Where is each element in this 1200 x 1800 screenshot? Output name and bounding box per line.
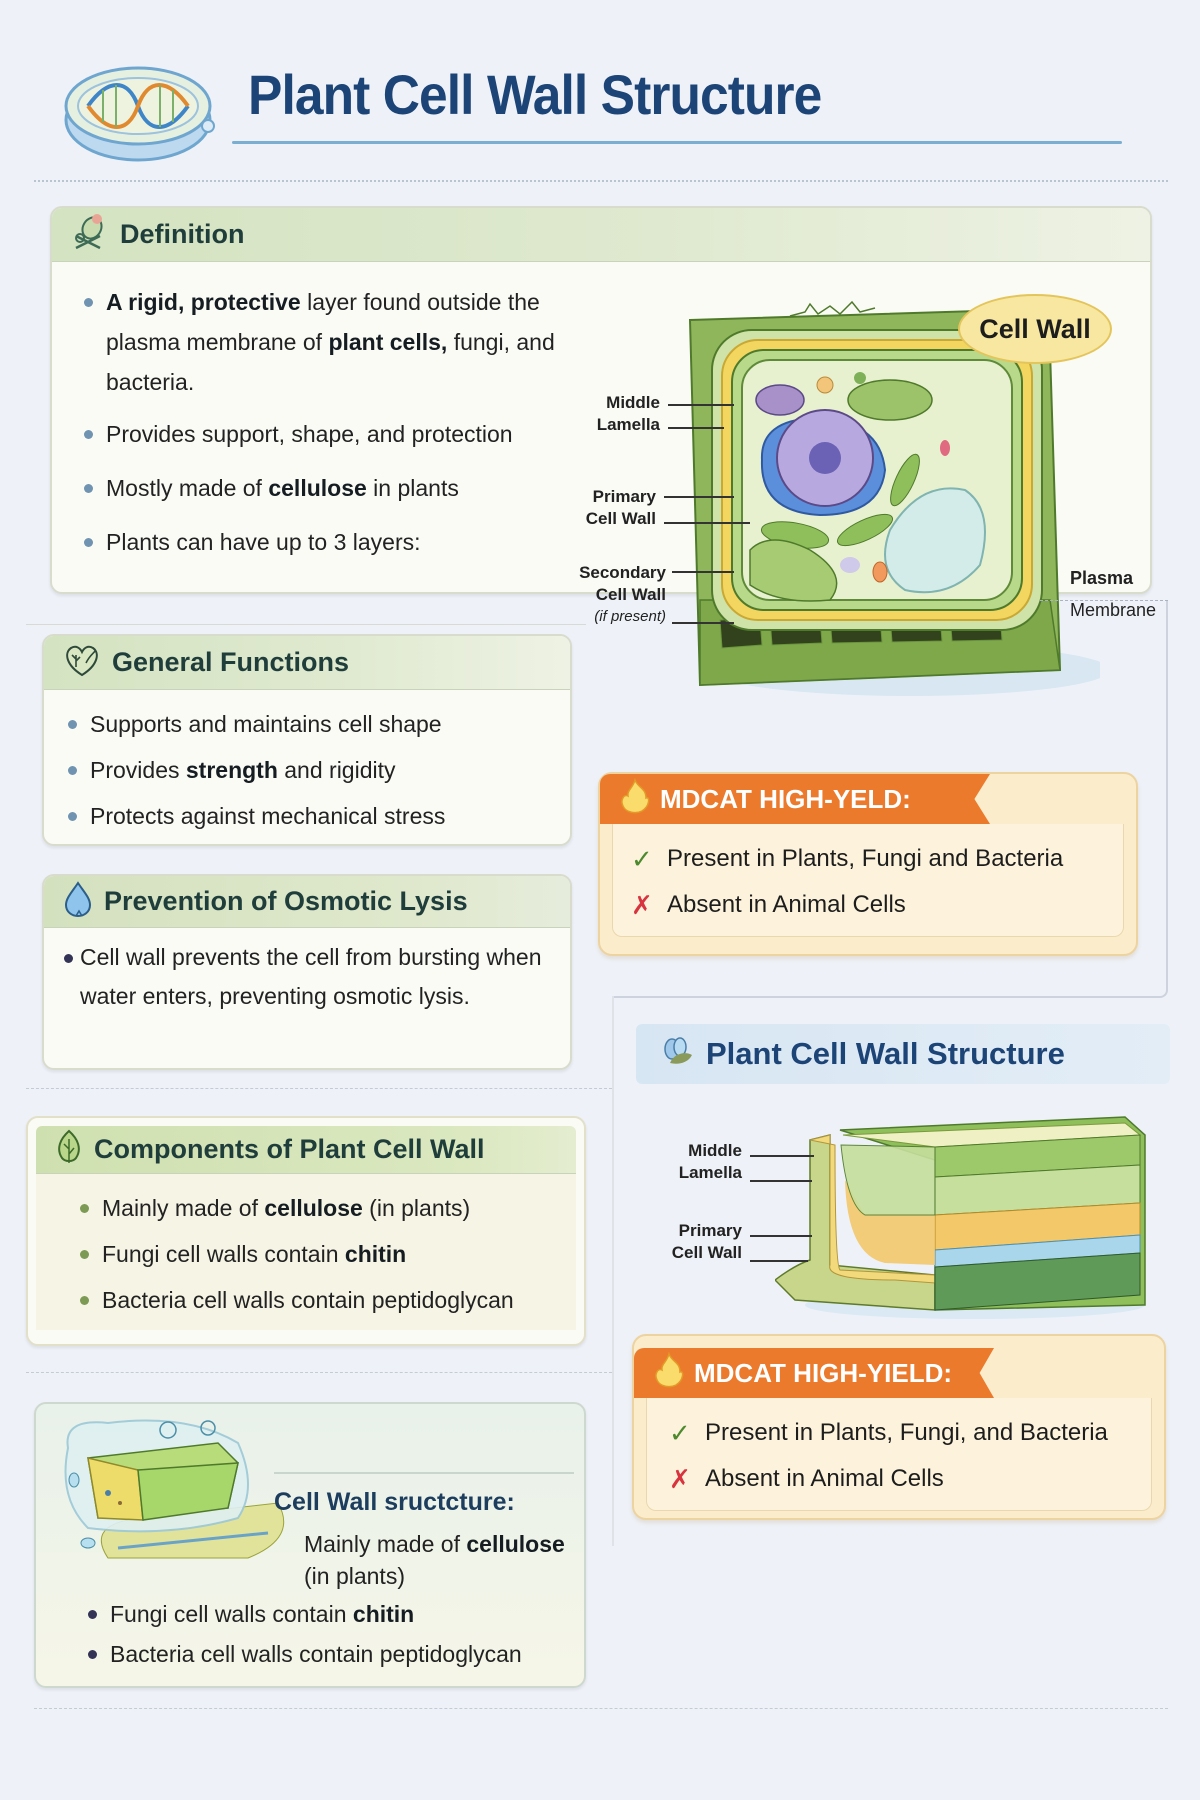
definition-title: Definition xyxy=(120,219,245,249)
definition-item: Plants can have up to 3 layers: xyxy=(80,522,572,562)
divider xyxy=(26,624,586,625)
function-item: Provides strength and rigidity xyxy=(64,750,550,790)
label-primary-cell-wall-2: Primary Cell Wall xyxy=(671,1221,742,1262)
components-title: Components of Plant Cell Wall xyxy=(94,1134,485,1164)
osmotic-lysis-title: Prevention of Osmotic Lysis xyxy=(104,886,468,916)
leader-line xyxy=(750,1180,812,1182)
flame-icon xyxy=(618,776,652,821)
dna-petri-dish-icon xyxy=(58,48,228,168)
leader-line xyxy=(664,522,750,524)
cellulose-line: Mainly made of cellulose(in plants) xyxy=(304,1531,565,1589)
definition-body: A rigid, protective layer found outside … xyxy=(52,262,592,572)
high-yield-title: MDCAT HIGH-YELD: xyxy=(660,783,911,814)
component-item: Bacteria cell walls contain peptidoglyca… xyxy=(76,1280,556,1320)
microscope-leaf-icon xyxy=(70,212,110,257)
leader-line xyxy=(750,1155,814,1157)
cell-wall-structure-title: Cell Wall sructcture: xyxy=(274,1488,515,1516)
frame-line xyxy=(612,996,1160,998)
osmotic-lysis-header: Prevention of Osmotic Lysis xyxy=(44,876,570,928)
water-drop-icon xyxy=(62,880,94,923)
definition-item: Provides support, shape, and protection xyxy=(80,414,572,454)
cell-wall-callout: Cell Wall xyxy=(958,294,1112,364)
components-header: Components of Plant Cell Wall xyxy=(36,1126,576,1174)
osmotic-item: Cell wall prevents the cell from burstin… xyxy=(60,938,554,1016)
label-plasma: Plasma xyxy=(1070,568,1134,588)
divider xyxy=(274,1472,574,1474)
title-underline xyxy=(232,141,1122,144)
absent-row: ✗Absent in Animal Cells xyxy=(669,1456,1131,1502)
divider xyxy=(26,1372,612,1373)
label-primary-cell-wall: Primary Cell Wall xyxy=(585,487,656,528)
high-yield-title: MDCAT HIGH-YIELD: xyxy=(694,1357,953,1388)
general-functions-title: General Functions xyxy=(112,647,350,677)
structure-section-title: Plant Cell Wall Structure xyxy=(706,1036,1065,1071)
high-yield-ribbon: MDCAT HIGH-YIELD: xyxy=(634,1348,994,1398)
leader-line xyxy=(668,427,724,429)
flame-icon xyxy=(652,1350,686,1395)
leader-line xyxy=(750,1235,812,1237)
function-item: Protects against mechanical stress xyxy=(64,796,550,836)
osmotic-lysis-card: Prevention of Osmotic Lysis Cell wall pr… xyxy=(42,874,572,1070)
label-middle-lamella: Middle Lamella xyxy=(596,393,660,434)
structure-item: Fungi cell walls contain chitin xyxy=(84,1594,584,1634)
structure-section-banner: Plant Cell Wall Structure xyxy=(636,1024,1170,1084)
check-icon: ✓ xyxy=(669,1418,691,1448)
divider xyxy=(26,1088,612,1089)
label-secondary-cell-wall: Secondary Cell Wall (if present) xyxy=(579,563,666,625)
present-row: ✓Present in Plants, Fungi, and Bacteria xyxy=(669,1410,1131,1456)
leader-line xyxy=(672,622,734,624)
leader-line xyxy=(750,1260,808,1262)
cell-wall-block-illustration xyxy=(48,1408,288,1578)
leader-line xyxy=(672,571,734,573)
high-yield-card-2: MDCAT HIGH-YIELD: ✓Present in Plants, Fu… xyxy=(632,1334,1166,1520)
function-item: Supports and maintains cell shape xyxy=(64,704,550,744)
divider xyxy=(34,180,1168,182)
check-icon: ✓ xyxy=(631,844,653,874)
definition-item: Mostly made of cellulose in plants xyxy=(80,468,572,508)
label-membrane: Membrane xyxy=(1070,600,1157,620)
high-yield-ribbon: MDCAT HIGH-YELD: xyxy=(600,774,990,824)
general-functions-card: General Functions Supports and maintains… xyxy=(42,634,572,846)
page-title: Plant Cell Wall Structure xyxy=(248,63,822,126)
frame-line xyxy=(1158,600,1168,998)
high-yield-body: ✓Present in Plants, Fungi, and Bacteria … xyxy=(646,1398,1152,1511)
high-yield-body: ✓Present in Plants, Fungi and Bacteria ✗… xyxy=(612,824,1124,937)
high-yield-card-1: MDCAT HIGH-YELD: ✓Present in Plants, Fun… xyxy=(598,772,1138,956)
definition-header: Definition xyxy=(52,208,1150,262)
leaf-cluster-icon xyxy=(660,1036,696,1072)
components-card: Components of Plant Cell Wall Mainly mad… xyxy=(26,1116,586,1346)
plant-cell-diagram xyxy=(680,300,1110,700)
heart-leaf-icon xyxy=(62,641,102,684)
cell-wall-structure-list: Fungi cell walls contain chitin Bacteria… xyxy=(84,1594,584,1674)
cell-wall-structure-card: Cell Wall sructcture: Mainly made of cel… xyxy=(34,1402,586,1688)
absent-row: ✗Absent in Animal Cells xyxy=(631,882,1103,928)
cross-icon: ✗ xyxy=(631,890,653,920)
divider xyxy=(34,1708,1168,1709)
cell-wall-layers-diagram xyxy=(773,1105,1155,1320)
leader-line xyxy=(1040,600,1168,601)
structure-item: Bacteria cell walls contain peptidoglyca… xyxy=(84,1634,584,1674)
leader-line xyxy=(664,496,734,498)
component-item: Fungi cell walls contain chitin xyxy=(76,1234,556,1274)
general-functions-header: General Functions xyxy=(44,636,570,690)
cross-icon: ✗ xyxy=(669,1464,691,1494)
label-middle-lamella-2: Middle Lamella xyxy=(678,1141,742,1182)
definition-item: A rigid, protective layer found outside … xyxy=(80,282,572,402)
present-row: ✓Present in Plants, Fungi and Bacteria xyxy=(631,836,1103,882)
leaf-icon xyxy=(54,1129,84,1170)
component-item: Mainly made of cellulose (in plants) xyxy=(76,1188,556,1228)
leader-line xyxy=(668,404,734,406)
frame-line xyxy=(612,996,614,1546)
